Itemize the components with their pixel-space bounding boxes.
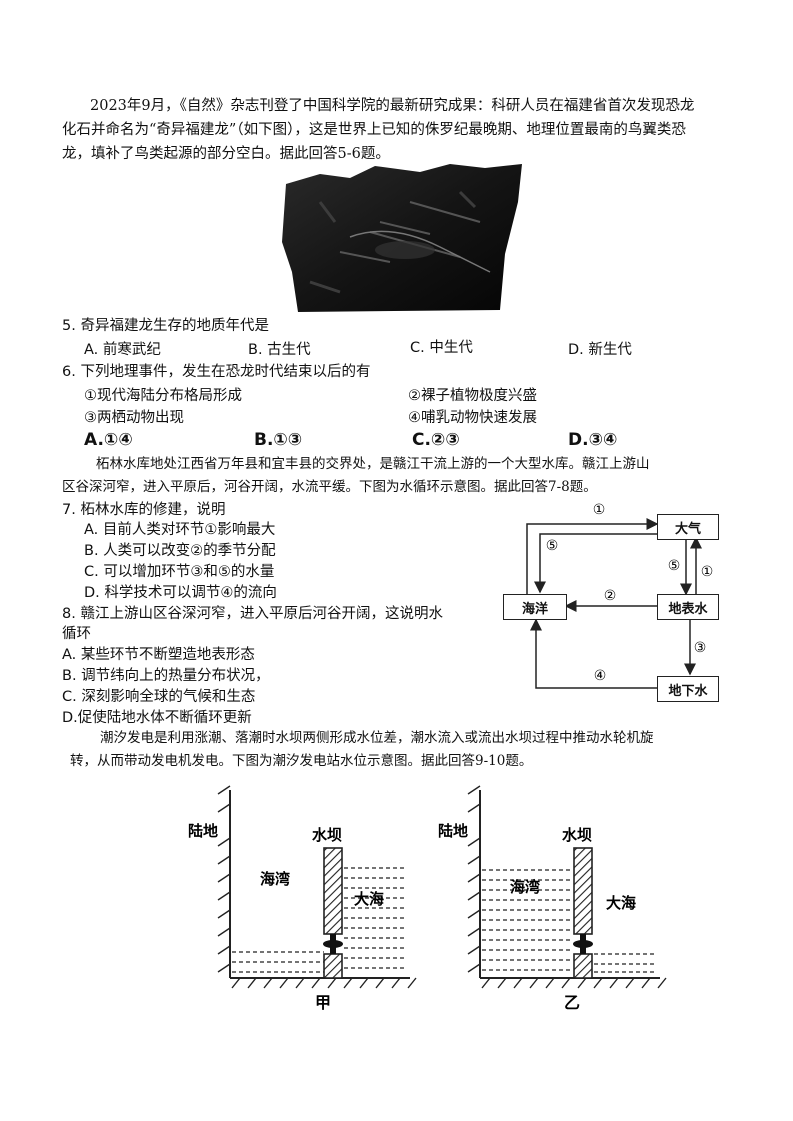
q5-option-d: D. 新生代 bbox=[568, 342, 632, 358]
q6-stem: 6. 下列地理事件，发生在恐龙时代结束以后的有 bbox=[62, 364, 371, 380]
surface-water-box: 地表水 bbox=[657, 594, 719, 620]
tidal-diagram-b: 陆地 水坝 海湾 大海 乙 bbox=[438, 785, 667, 1012]
label-n5-right: ⑤ bbox=[668, 558, 681, 574]
label-n1-right: ① bbox=[701, 564, 714, 580]
q6-option-d: D.③④ bbox=[568, 430, 618, 450]
label-bay-a: 海湾 bbox=[260, 870, 290, 888]
intro2-line1: 柘林水库地处江西省万年县和宜丰县的交界处，是赣江干流上游的一个大型水库。赣江上游… bbox=[96, 456, 650, 472]
q6-item-4: ④哺乳动物快速发展 bbox=[408, 410, 537, 426]
intro1-line3: 龙，填补了鸟类起源的部分空白。据此回答5-6题。 bbox=[62, 146, 390, 162]
q8-stem-line2: 循环 bbox=[62, 626, 91, 642]
intro3-line2: 转，从而带动发电机发电。下图为潮汐发电站水位示意图。据此回答9-10题。 bbox=[70, 753, 533, 769]
label-n3: ③ bbox=[694, 640, 707, 656]
intro1-line2: 化石并命名为“奇异福建龙”（如下图），这是世界上已知的侏罗纪最晚期、地理位置最南… bbox=[62, 122, 686, 138]
q7-option-d: D. 科学技术可以调节④的流向 bbox=[84, 585, 277, 601]
intro3-line1: 潮汐发电是利用涨潮、落潮时水坝两侧形成水位差，潮水流入或流出水坝过程中推动水轮机… bbox=[100, 730, 654, 746]
label-n5-left: ⑤ bbox=[546, 538, 559, 554]
label-dam-a: 水坝 bbox=[312, 826, 342, 844]
tidal-diagram-a: 陆地 水坝 海湾 大海 甲 bbox=[188, 785, 417, 1012]
label-bay-b: 海湾 bbox=[510, 878, 540, 896]
q6-item-1: ①现代海陆分布格局形成 bbox=[84, 388, 242, 404]
label-n2: ② bbox=[604, 588, 617, 604]
intro1-line1: 2023年9月，《自然》杂志刊登了中国科学院的最新研究成果：科研人员在福建省首次… bbox=[90, 98, 695, 114]
q8-option-b: B. 调节纬向上的热量分布状况， bbox=[62, 668, 270, 684]
label-yi: 乙 bbox=[564, 993, 580, 1012]
label-n4: ④ bbox=[594, 668, 607, 684]
q7-stem: 7. 柘林水库的修建，说明 bbox=[62, 502, 226, 518]
q8-option-a: A. 某些环节不断塑造地表形态 bbox=[62, 647, 255, 663]
q7-option-a: A. 目前人类对环节①影响最大 bbox=[84, 522, 276, 538]
q8-option-c: C. 深刻影响全球的气候和生态 bbox=[62, 689, 256, 705]
q6-option-a: A.①④ bbox=[84, 430, 133, 450]
intro2-line2: 区谷深河窄，进入平原后，河谷开阔，水流平缓。下图为水循环示意图。据此回答7-8题… bbox=[62, 479, 597, 495]
q5-stem: 5. 奇异福建龙生存的地质年代是 bbox=[62, 318, 269, 334]
ocean-box: 海洋 bbox=[503, 594, 567, 620]
fossil-photo bbox=[282, 164, 522, 312]
label-jia: 甲 bbox=[315, 993, 331, 1012]
q6-option-b: B.①③ bbox=[254, 430, 303, 450]
q6-item-3: ③两栖动物出现 bbox=[84, 410, 184, 426]
water-cycle-diagram: ① ⑤ ⑤ ① ② ③ ④ bbox=[526, 502, 714, 689]
q5-option-a: A. 前寒武纪 bbox=[84, 342, 161, 358]
q7-option-b: B. 人类可以改变②的季节分配 bbox=[84, 543, 276, 559]
groundwater-box: 地下水 bbox=[657, 676, 719, 702]
label-sea-a: 大海 bbox=[354, 890, 384, 908]
turbine-icon bbox=[323, 934, 343, 954]
q6-item-2: ②裸子植物极度兴盛 bbox=[408, 388, 537, 404]
label-dam-b: 水坝 bbox=[562, 826, 592, 844]
q5-option-b: B. 古生代 bbox=[248, 342, 311, 358]
q8-stem-line1: 8. 赣江上游山区谷深河窄，进入平原后河谷开阔，这说明水 bbox=[62, 606, 443, 622]
q5-option-c: C. 中生代 bbox=[410, 340, 473, 356]
atmosphere-box: 大气 bbox=[657, 514, 719, 540]
q8-option-d: D.促使陆地水体不断循环更新 bbox=[62, 710, 252, 726]
turbine-icon bbox=[573, 934, 593, 954]
q7-option-c: C. 可以增加环节③和⑤的水量 bbox=[84, 564, 275, 580]
q6-option-c: C.②③ bbox=[412, 430, 460, 450]
label-land-a: 陆地 bbox=[188, 822, 218, 840]
label-land-b: 陆地 bbox=[438, 822, 468, 840]
label-n1-top: ① bbox=[593, 502, 606, 518]
label-sea-b: 大海 bbox=[606, 894, 636, 912]
